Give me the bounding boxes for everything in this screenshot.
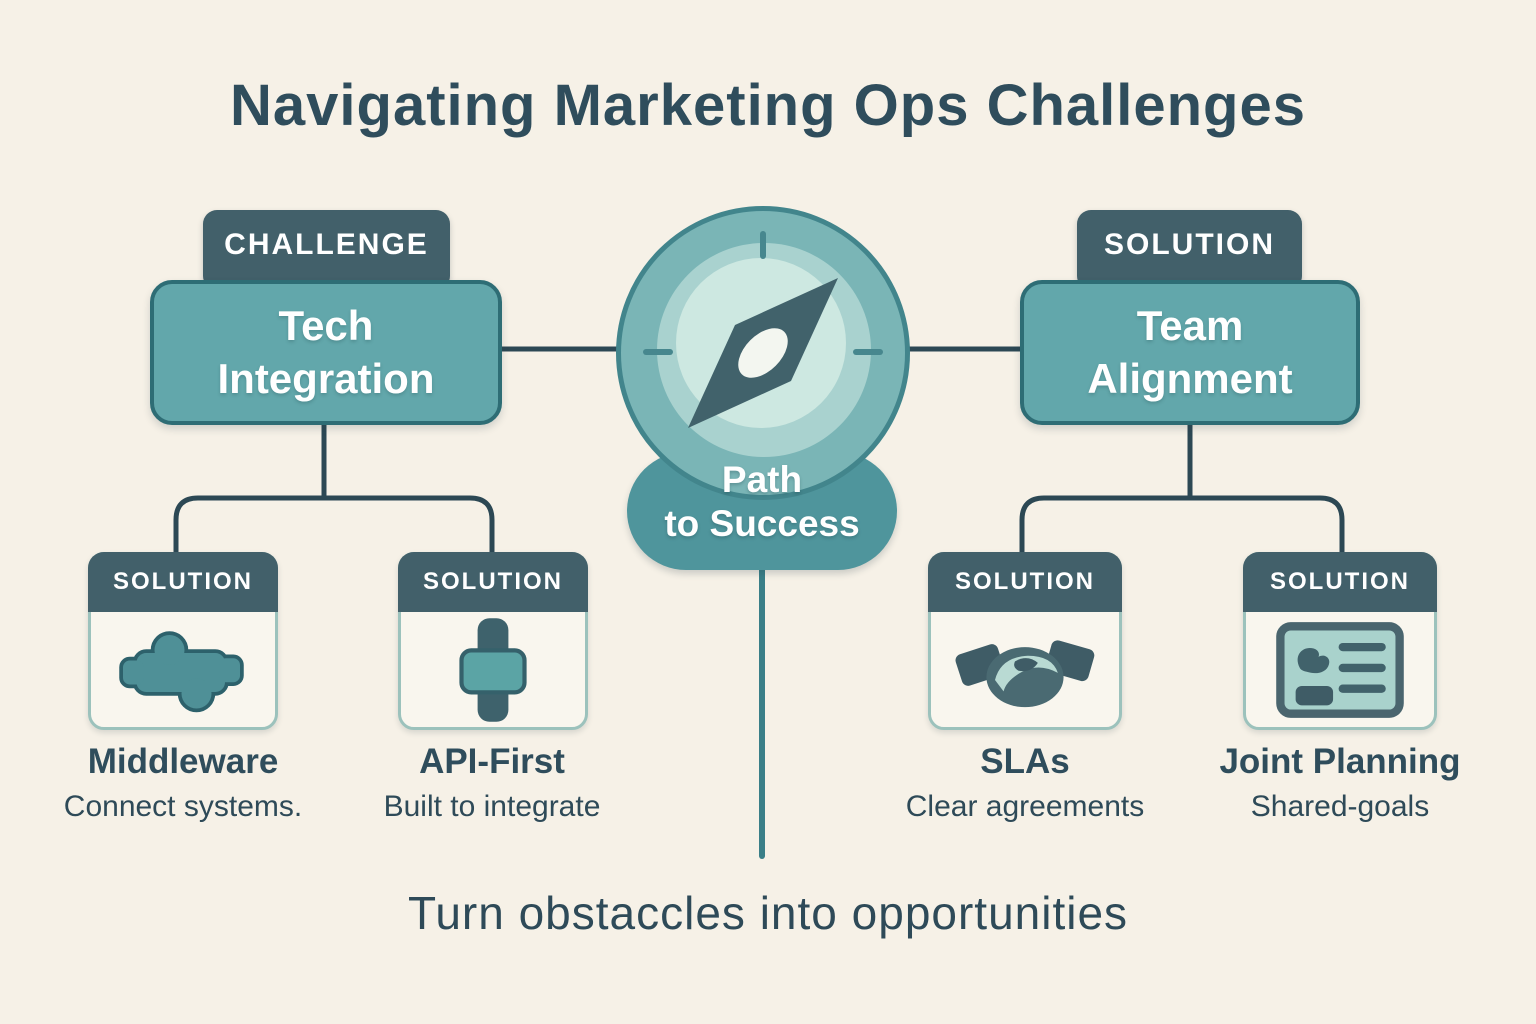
card-middleware-title: Middleware [87,742,279,781]
solution-tag: SOLUTION [1077,210,1302,290]
footer-tagline: Turn obstaccles into opportunities [407,887,1129,939]
card-joint-planning-caption: Joint Planning Shared-goals [1165,742,1515,824]
card-joint-planning-title: Joint Planning [1219,742,1461,781]
card-slas: SOLUTION [928,552,1122,730]
card-middleware: SOLUTION [88,552,278,730]
challenge-tag-label: CHALLENGE [224,228,429,261]
challenge-box-label: Tech Integration [217,302,435,402]
card-joint-planning: SOLUTION [1243,552,1437,730]
card-slas-body [931,612,1119,727]
page-title: Navigating Marketing Ops Challenges [230,73,1306,138]
card-api-first-tag: SOLUTION [398,552,588,612]
connector-icon [459,617,527,722]
card-middleware-caption: Middleware Connect systems. [18,742,348,824]
card-middleware-body [91,612,275,727]
card-api-first: SOLUTION [398,552,588,730]
card-api-first-caption: API-First Built to integrate [327,742,657,824]
card-api-first-subtitle: Built to integrate [383,790,601,823]
solution-tag-label: SOLUTION [1104,228,1275,261]
card-joint-planning-subtitle: Shared-goals [1250,790,1430,823]
compass-needle-icon [643,231,883,428]
challenge-box: Tech Integration [150,280,502,425]
handshake-icon [955,639,1095,707]
alignment-box: Team Alignment [1020,280,1360,425]
card-slas-tag: SOLUTION [928,552,1122,612]
puzzle-icon [108,617,258,722]
path-pill-label: Path to Success [664,459,860,545]
card-slas-caption: SLAs Clear agreements [860,742,1190,824]
card-api-first-title: API-First [419,742,565,781]
card-middleware-tag: SOLUTION [88,552,278,612]
card-slas-title: SLAs [980,742,1070,781]
challenge-tag: CHALLENGE [203,210,450,290]
card-middleware-subtitle: Connect systems. [63,790,303,823]
card-joint-planning-tag: SOLUTION [1243,552,1437,612]
card-slas-subtitle: Clear agreements [905,790,1145,823]
document-icon [1276,621,1404,718]
card-joint-planning-body [1246,612,1434,727]
alignment-box-label: Team Alignment [1087,302,1293,402]
card-api-first-body [401,612,585,727]
